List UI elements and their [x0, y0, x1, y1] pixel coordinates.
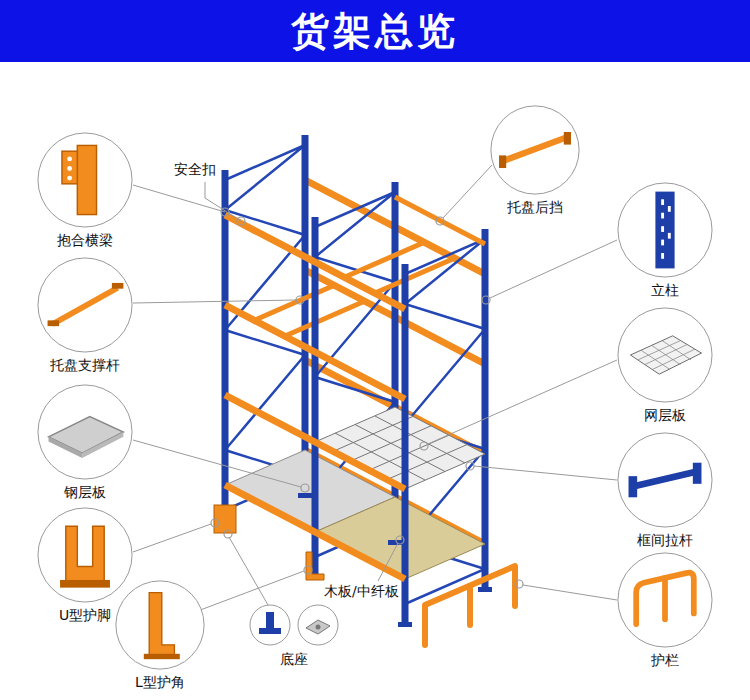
callout-circle — [115, 580, 205, 670]
callout-circle — [490, 105, 580, 195]
callout-circle — [617, 307, 713, 403]
part-name: 框间拉杆 — [617, 531, 713, 549]
front-uprights — [225, 170, 405, 624]
callout-circle — [37, 384, 133, 480]
wire-mesh — [315, 407, 485, 489]
callout-circle — [37, 257, 133, 353]
u-guard — [214, 505, 236, 533]
part-callout: 网层板 — [617, 307, 713, 424]
callout-circle — [617, 182, 713, 278]
frame-bracing — [225, 145, 485, 604]
wood-panel — [315, 497, 485, 579]
part-callout: L型护角 — [115, 580, 205, 691]
part-callout: 托盘支撑杆 — [37, 257, 133, 374]
part-name: 钢层板 — [37, 483, 133, 501]
back-stop — [395, 197, 485, 244]
part-name: L型护角 — [115, 673, 205, 691]
part-label: 安全扣 — [172, 160, 218, 178]
callout-circle — [37, 507, 133, 603]
part-callout: 托盘后挡 — [490, 105, 580, 216]
part-label: 木板/中纤板 — [322, 582, 401, 600]
part-name: 抱合横梁 — [37, 231, 133, 249]
title-banner: 货架总览 — [0, 0, 750, 62]
callout-circle — [617, 432, 713, 528]
part-callout: U型护脚 — [37, 507, 133, 624]
leader-ends — [211, 208, 523, 588]
support-bars — [255, 242, 455, 336]
callout-circle — [37, 132, 133, 228]
part-name: 立柱 — [617, 281, 713, 299]
callout-circle — [617, 552, 713, 648]
front-beams — [225, 215, 405, 579]
part-callout: 钢层板 — [37, 384, 133, 501]
part-callout: 护栏 — [617, 552, 713, 669]
part-name: 网层板 — [617, 406, 713, 424]
part-name: 托盘后挡 — [490, 198, 580, 216]
base-plates — [218, 493, 492, 627]
part-name: 护栏 — [617, 651, 713, 669]
part-callout: 抱合横梁 — [37, 132, 133, 249]
leader-lines — [133, 165, 617, 612]
part-name: 托盘支撑杆 — [37, 356, 133, 374]
guard-rail — [425, 566, 515, 645]
part-label: 底座 — [278, 650, 310, 668]
title: 货架总览 — [0, 0, 750, 62]
part-callout: 框间拉杆 — [617, 432, 713, 549]
part-callout: 立柱 — [617, 182, 713, 299]
base-callouts — [250, 605, 338, 645]
